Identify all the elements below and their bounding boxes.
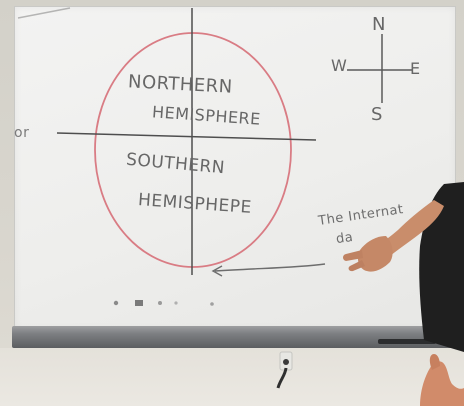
student-finger xyxy=(429,354,440,370)
tool-icon-4 xyxy=(174,301,178,305)
equator-label: or xyxy=(14,125,30,141)
date-line-arrow-shaft xyxy=(214,263,326,272)
compass-north-label: N xyxy=(372,14,386,35)
teacher-hand xyxy=(357,236,393,272)
teacher-finger xyxy=(343,250,363,261)
date-line-arrow-head xyxy=(211,265,223,277)
teacher-finger-2 xyxy=(348,260,365,272)
whiteboard-frame xyxy=(12,326,458,348)
corner-mark xyxy=(17,7,71,19)
tool-icon-3 xyxy=(158,301,162,305)
whiteboard-tray xyxy=(378,339,436,344)
tool-icon-2 xyxy=(135,300,143,306)
teacher-forearm xyxy=(382,200,444,256)
equator-line xyxy=(56,132,317,141)
compass-west-label: W xyxy=(331,56,348,75)
lower-wall xyxy=(0,348,464,406)
globe-circle xyxy=(94,32,292,268)
teacher-arm xyxy=(343,182,464,352)
whiteboard-tool-icons xyxy=(113,300,214,306)
compass-south-label: S xyxy=(371,104,383,125)
student-hand xyxy=(420,354,464,406)
compass-east-label: E xyxy=(410,59,421,78)
student-hand-shape xyxy=(420,361,464,406)
tool-icon-1 xyxy=(113,300,119,306)
cable-plug-icon xyxy=(276,351,293,389)
tool-icon-5 xyxy=(210,302,214,306)
